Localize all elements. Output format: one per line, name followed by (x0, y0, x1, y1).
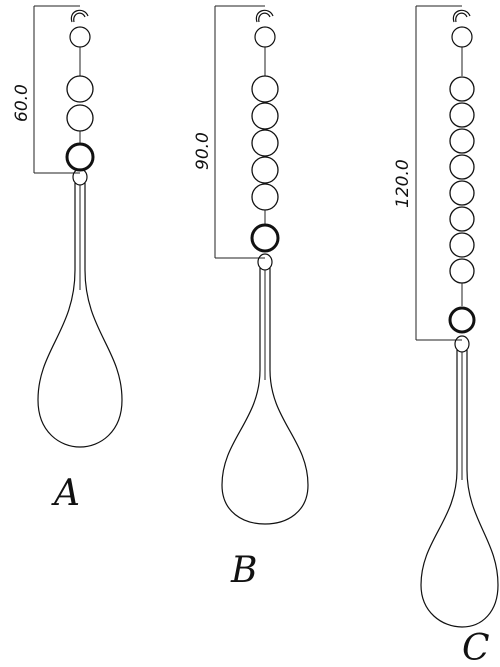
bead (449, 180, 475, 206)
top-ring-b (254, 26, 276, 48)
bead (449, 206, 475, 232)
teardrop-a (37, 183, 123, 448)
top-ring-a (69, 26, 91, 48)
bead (251, 183, 279, 211)
drop-loop-b (257, 253, 273, 271)
bead (449, 232, 475, 258)
teardrop-b (221, 268, 309, 525)
bead (251, 129, 279, 157)
hook-b (255, 9, 274, 23)
dimension-label-b: 90.0 (193, 132, 213, 170)
bead (449, 128, 475, 154)
bead (449, 76, 475, 102)
hook-a (70, 9, 89, 23)
beads-c (449, 76, 475, 284)
dimension-label-c: 120.0 (393, 159, 413, 208)
pendant-c: 120.0 C (393, 5, 499, 667)
connector-ring-b (250, 223, 280, 253)
teardrop-c (420, 350, 499, 628)
dimension-line-b (214, 5, 265, 259)
bead (251, 75, 279, 103)
label-a: A (51, 473, 80, 514)
pendant-a: 60.0 A (12, 5, 123, 514)
connector-ring-a (65, 142, 95, 172)
dimension-label-a: 60.0 (12, 84, 32, 122)
bead (66, 75, 94, 103)
pendant-b: 90.0 B (193, 5, 309, 591)
dimension-line-a (33, 5, 80, 174)
bead (449, 102, 475, 128)
hook-c (452, 9, 471, 23)
label-b: B (230, 550, 257, 591)
dimension-line-c (415, 5, 462, 341)
connector-ring-c (448, 306, 476, 334)
label-c: C (462, 628, 490, 667)
drop-loop-c (454, 335, 470, 353)
bead (251, 156, 279, 184)
top-ring-c (451, 26, 473, 48)
beads-b (251, 75, 279, 211)
bead (449, 154, 475, 180)
bead (449, 258, 475, 284)
beads-a (66, 75, 94, 132)
bead (251, 102, 279, 130)
bead (66, 104, 94, 132)
